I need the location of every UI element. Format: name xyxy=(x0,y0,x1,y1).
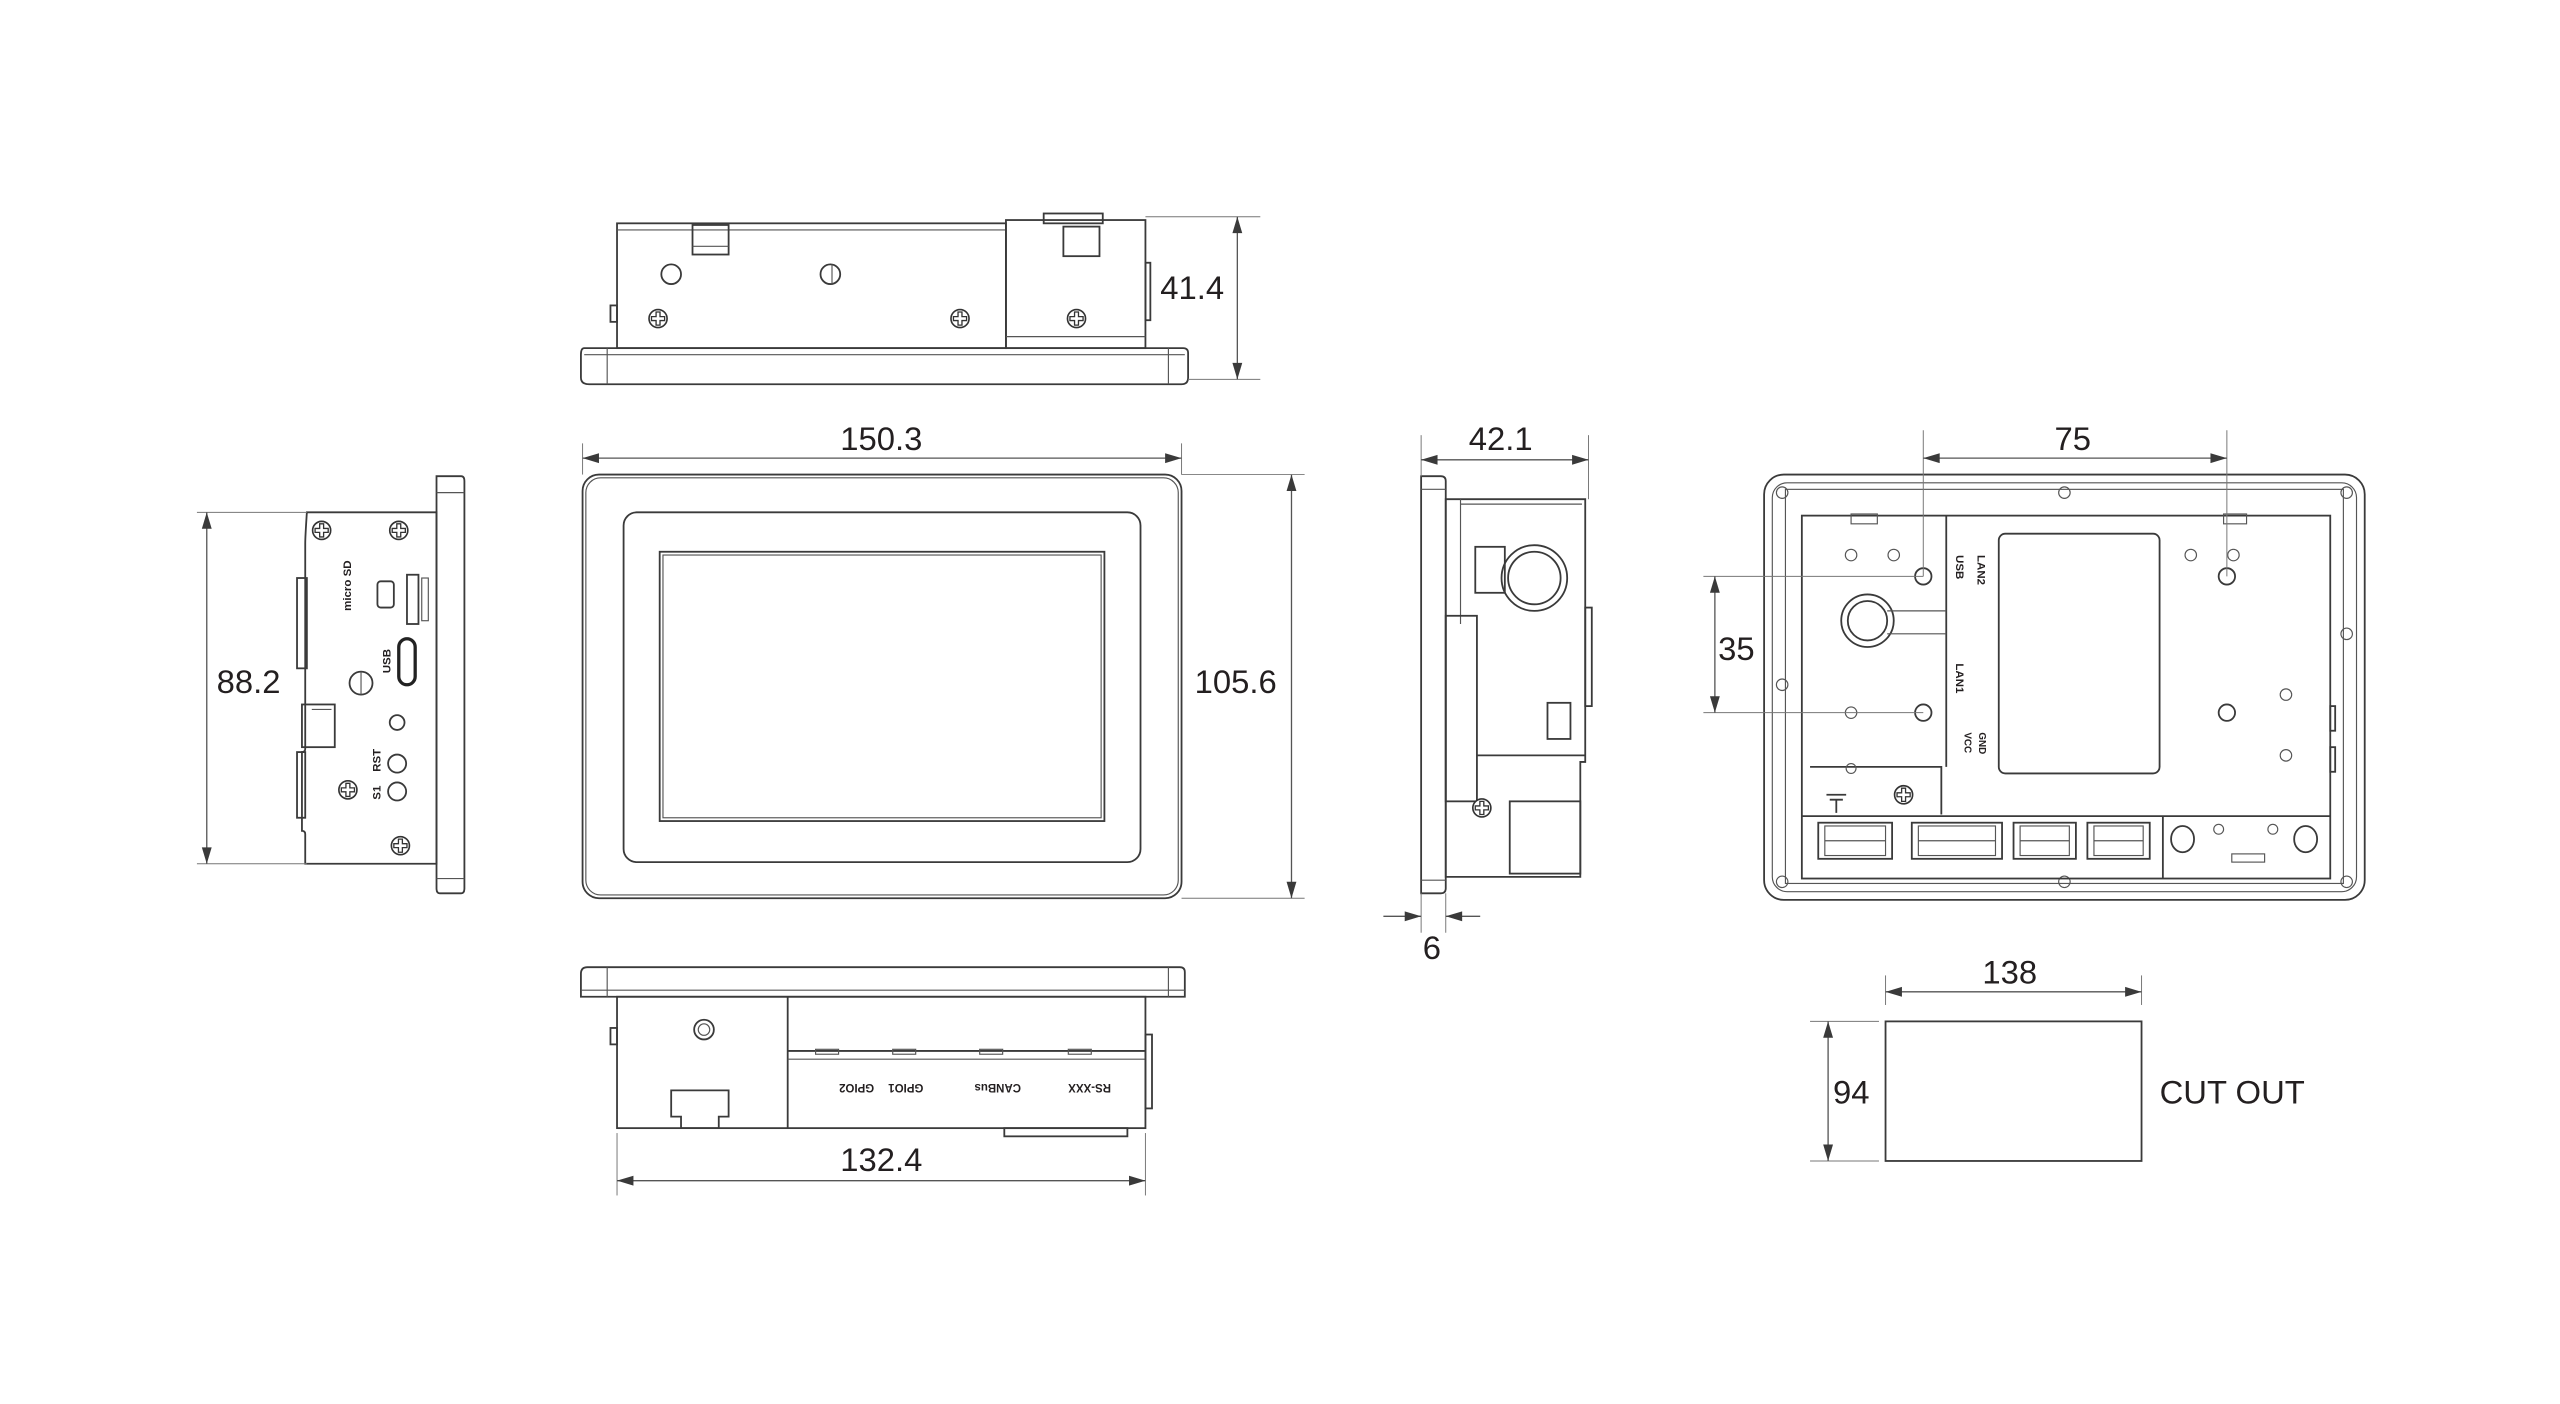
left-side-view: micro SD USB RST S1 88.2 xyxy=(196,475,466,895)
port-label-gpio2: GPIO2 xyxy=(839,1081,874,1093)
lan2-label: LAN2 xyxy=(1974,555,1986,585)
rear-hole-spacing-h: 75 xyxy=(2055,420,2092,457)
bottom-view: GPIO2 GPIO1 CANBus RS-XXX 132.4 xyxy=(580,966,1186,1196)
gnd-label: GND xyxy=(1976,732,1987,754)
vcc-label: VCC xyxy=(1961,732,1972,753)
cutout-width-dimension: 138 xyxy=(1982,954,2037,991)
port-label-rs: RS-XXX xyxy=(1068,1081,1111,1093)
front-height-dimension: 105.6 xyxy=(1195,663,1277,700)
front-view: 150.3 105.6 xyxy=(581,420,1305,900)
rear-view: LAN2 USB LAN1 GND VCC xyxy=(1703,420,2366,901)
port-label-gpio1: GPIO1 xyxy=(888,1081,924,1093)
right-side-view: 42.1 6 xyxy=(1383,420,1593,966)
rear-usb-label: USB xyxy=(1953,555,1965,579)
bottom-width-dimension: 132.4 xyxy=(840,1141,922,1178)
cutout-height-dimension: 94 xyxy=(1833,1073,1870,1110)
bezel-thickness-dimension: 6 xyxy=(1423,929,1441,966)
left-height-dimension: 88.2 xyxy=(217,663,281,700)
right-depth-dimension: 42.1 xyxy=(1469,420,1533,457)
top-depth-dimension: 41.4 xyxy=(1160,269,1224,306)
terminal-blocks xyxy=(1817,821,2151,860)
usb-label: USB xyxy=(382,649,394,673)
rst-label: RST xyxy=(372,749,384,772)
top-view: 41.4 xyxy=(580,212,1261,386)
lan1-label: LAN1 xyxy=(1953,663,1965,694)
front-width-dimension: 150.3 xyxy=(840,420,922,457)
cutout-view: 138 94 CUT OUT xyxy=(1810,954,2305,1162)
cutout-label: CUT OUT xyxy=(2160,1073,2305,1110)
s1-label: S1 xyxy=(372,785,384,800)
microsd-label: micro SD xyxy=(342,560,354,610)
port-label-canbus: CANBus xyxy=(974,1081,1021,1093)
rear-hole-spacing-v: 35 xyxy=(1718,630,1755,667)
